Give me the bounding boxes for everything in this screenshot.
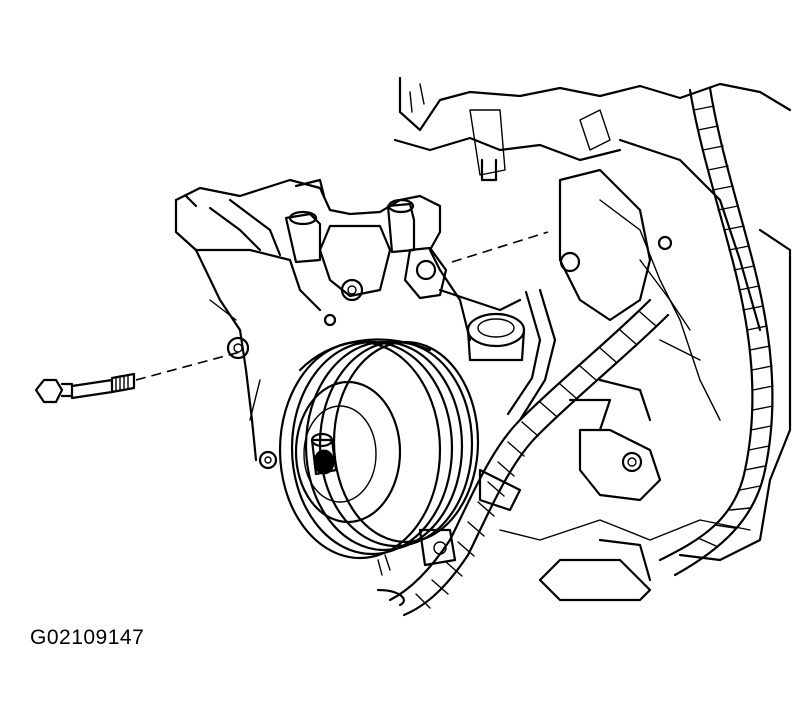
wiring-harness (376, 86, 774, 617)
engine-block (393, 76, 792, 602)
mounting-bolt (34, 231, 549, 404)
water-pump-pulley (278, 338, 480, 560)
accessory-bracket (174, 178, 522, 470)
figure-code-label: G02109147 (30, 626, 145, 649)
reservoir-cap (466, 312, 526, 362)
